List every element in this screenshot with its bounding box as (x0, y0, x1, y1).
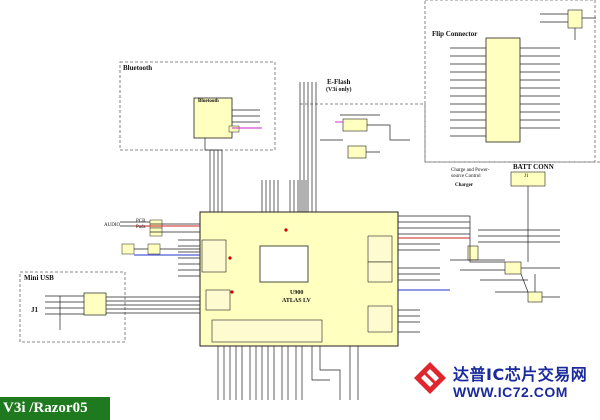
flip-connector-title: Flip Connector (432, 30, 478, 38)
audio-label: AUDIO (104, 223, 121, 228)
processor-red-node-2 (284, 228, 288, 232)
bluetooth-crystal (228, 125, 240, 133)
eflash-section-divider (300, 103, 600, 163)
processor-name: U900 (290, 290, 304, 296)
bluetooth-section-title: Bluetooth (123, 64, 153, 72)
mini-usb-ref: J1 (31, 306, 38, 314)
bluetooth-section-box (119, 61, 276, 151)
eflash-buffer (347, 145, 367, 159)
eflash-subtitle: (V3i only) (326, 87, 352, 93)
processor-subname: ATLAS LV (282, 298, 311, 304)
audio-jack-part (121, 243, 135, 255)
watermark-logo-mark (414, 362, 446, 394)
eflash-chip (342, 118, 368, 132)
processor-port-bottom (211, 319, 323, 343)
flip-connector-chip (485, 37, 521, 143)
bluetooth-chip (193, 97, 233, 139)
watermark-cn-text: 达普IC芯片交易网 (453, 365, 588, 384)
eflash-title: E-Flash (327, 78, 351, 86)
charger-label: Charger (455, 183, 474, 188)
mini-usb-section-box (19, 271, 126, 343)
processor-red-node-1 (228, 256, 232, 260)
watermark: 达普IC芯片交易网 WWW.IC72.COM (408, 358, 596, 418)
charger-sense-resistor (467, 245, 479, 261)
batt-conn-title: BATT CONN (513, 163, 554, 171)
watermark-url: WWW.IC72.COM (453, 384, 568, 400)
bluetooth-chip-label: Bluetooth (198, 99, 219, 104)
charge-control-title: Charge and Power-source Control (451, 168, 490, 179)
charger-fet-2 (527, 291, 543, 303)
processor-port-right-1 (367, 235, 393, 263)
batt-conn-ref: J1 (524, 174, 529, 179)
charger-fet-1 (504, 261, 522, 275)
processor-port-right-2 (367, 261, 393, 283)
processor-inner-block (259, 245, 309, 283)
processor-port-left (201, 239, 227, 273)
model-label-banner: V3i /Razor05 (0, 397, 110, 420)
mini-usb-title: Mini USB (24, 274, 54, 282)
flip-regulator (567, 9, 583, 29)
processor-port-left-2 (205, 289, 231, 311)
bus-wires (45, 13, 596, 400)
processor-red-node-3 (230, 290, 234, 294)
mini-usb-chip (83, 292, 107, 316)
audio-filter-part (147, 243, 161, 255)
pcb-pads-label: PCB Pads (136, 219, 146, 230)
processor-port-right-3 (367, 305, 393, 333)
